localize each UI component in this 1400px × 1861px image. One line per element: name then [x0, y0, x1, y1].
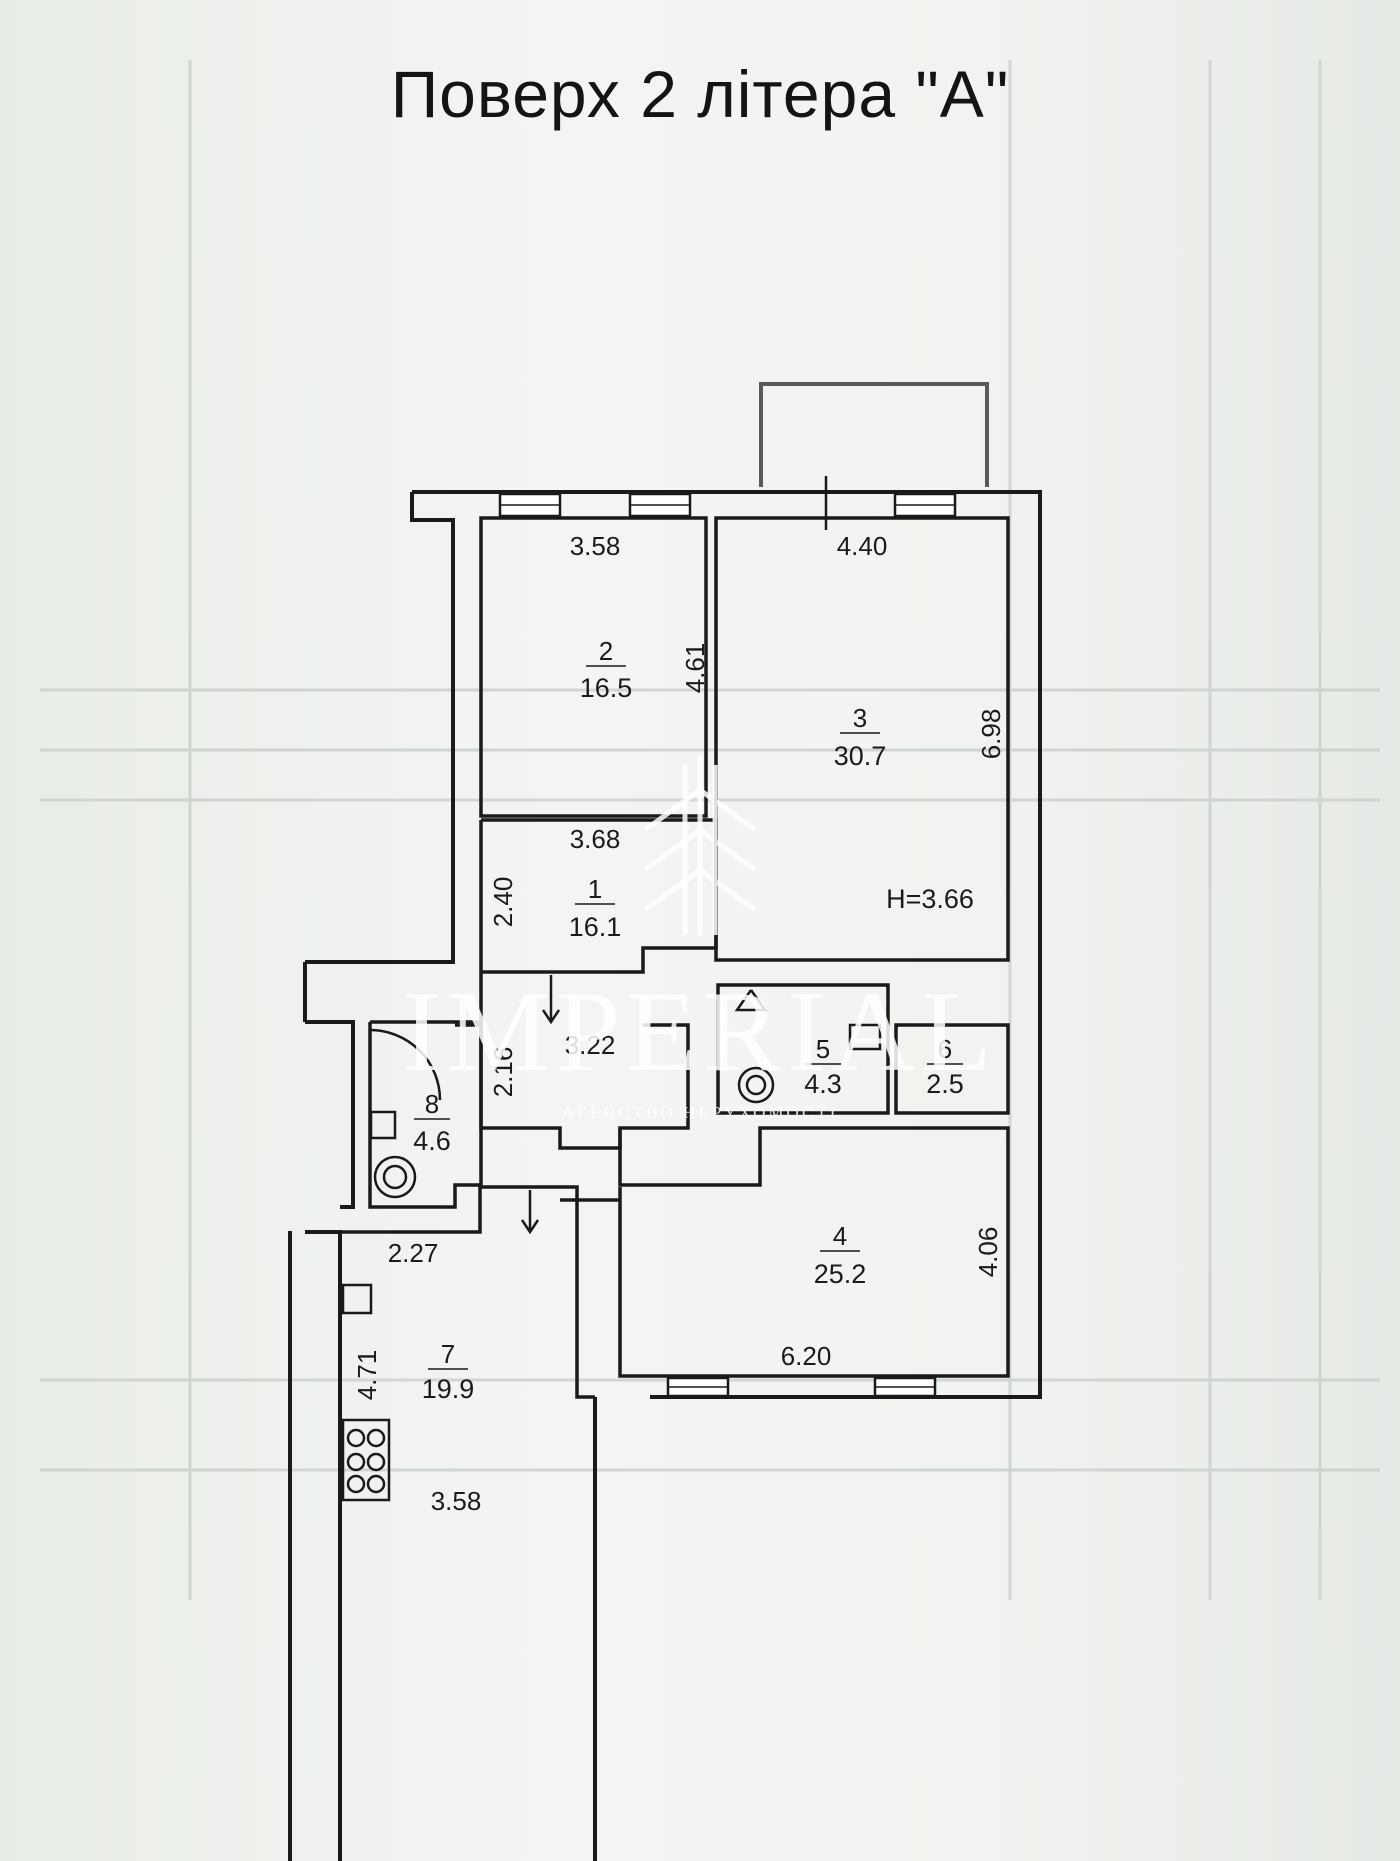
kitchen-sink-icon	[341, 1283, 373, 1315]
room-area: 2.5	[926, 1069, 964, 1099]
room-area: 4.6	[413, 1126, 451, 1156]
room-number: 1	[588, 874, 602, 904]
dim-room2-depth: 4.61	[680, 643, 710, 694]
watermark-logo-mark	[643, 755, 757, 935]
ceiling-height-note: H=3.66	[886, 884, 974, 914]
room-number: 7	[441, 1339, 455, 1369]
dim-room3-width: 4.40	[837, 531, 888, 561]
dim-room1-width: 3.68	[570, 824, 621, 854]
door-swing-arc	[369, 1028, 442, 1101]
entry-arrows	[520, 975, 561, 1235]
sink-icon	[369, 1110, 397, 1140]
dim-room1-depth: 2.40	[488, 877, 518, 928]
bleed-through-table	[40, 60, 1380, 1600]
room-number: 3	[853, 703, 867, 733]
dim-room3-depth: 6.98	[976, 709, 1006, 760]
room-number: 6	[938, 1034, 952, 1064]
window-glazing-lines	[500, 504, 955, 1388]
floor-title: Поверх 2 літера "А"	[390, 57, 1010, 131]
shower-icon	[734, 989, 768, 1012]
room-number: 8	[425, 1089, 439, 1119]
dim-room4-depth: 4.06	[973, 1227, 1003, 1278]
room-area: 25.2	[814, 1259, 867, 1289]
balcony	[759, 382, 989, 487]
room-area: 30.7	[834, 741, 887, 771]
dim-room2-width: 3.58	[570, 531, 621, 561]
room-number: 2	[599, 636, 613, 666]
dim-room7-depth: 4.71	[352, 1350, 382, 1401]
exterior-walls	[288, 490, 1042, 1861]
dim-room4-width: 6.20	[781, 1341, 832, 1371]
dim-corridor-length: 3.22	[565, 1030, 616, 1060]
watermark-brand: IMPERIAL	[402, 968, 998, 1096]
dimension-labels: 3.58 4.61 4.40 6.98 3.68 2.40 3.22 2.16 …	[352, 531, 1006, 1516]
room-area: 16.5	[580, 673, 633, 703]
sink-icon-2	[848, 1023, 882, 1051]
toilet-icon-2	[737, 1066, 775, 1104]
room-number: 4	[833, 1221, 847, 1251]
room-labels: 2 16.5 3 30.7 1 16.1 5 4.3 6 2.5 8 4.6 4…	[413, 636, 964, 1404]
toilet-icon	[373, 1155, 417, 1199]
dim-room7-width: 3.58	[431, 1486, 482, 1516]
imperial-watermark: IMPERIAL АГЕНСТВО НЕРУХОМОСТІ	[402, 755, 998, 1122]
interior-walls	[340, 516, 1010, 1399]
room-area: 16.1	[569, 912, 622, 942]
room-area: 4.3	[804, 1069, 842, 1099]
room-number: 5	[816, 1034, 830, 1064]
dim-corridor-width: 2.16	[488, 1047, 518, 1098]
stove-icon	[341, 1418, 391, 1502]
windows	[498, 492, 957, 1398]
room-area: 19.9	[422, 1374, 475, 1404]
dim-passage-width: 2.27	[388, 1238, 439, 1268]
watermark-tagline: АГЕНСТВО НЕРУХОМОСТІ	[562, 1103, 839, 1122]
bathroom-fixtures	[341, 989, 882, 1502]
